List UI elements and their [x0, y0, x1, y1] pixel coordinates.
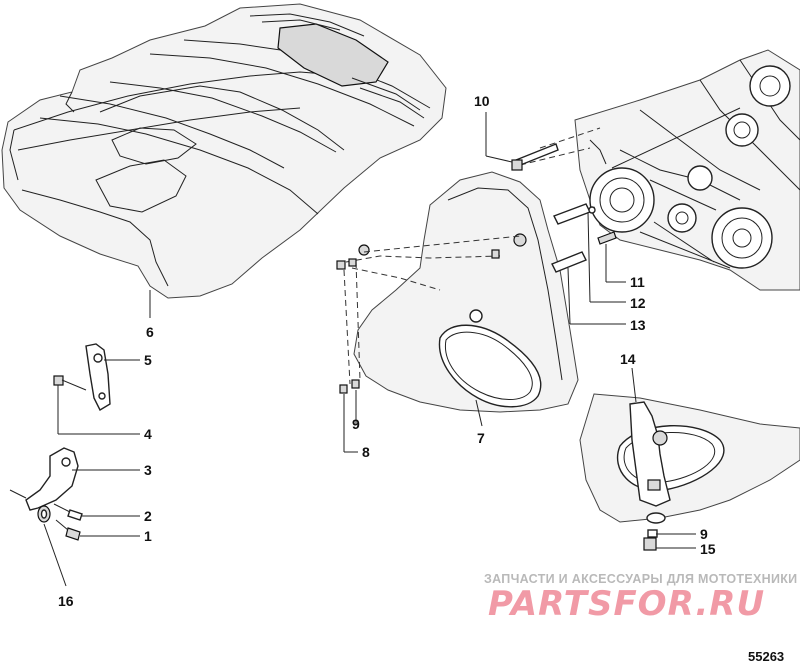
- bracket-3: [25, 447, 79, 511]
- stud-10: [511, 143, 559, 171]
- callout-11: 11: [630, 274, 645, 290]
- engine-pulleys: [574, 49, 800, 291]
- bolt-4: [53, 375, 87, 391]
- guard-fasteners: [336, 249, 500, 394]
- callout-14: 14: [620, 351, 636, 367]
- callout-6: 6: [146, 324, 154, 340]
- watermark-tagline: ЗАПЧАСТИ И АКСЕССУАРЫ ДЛЯ МОТОТЕХНИКИ: [484, 572, 797, 586]
- callout-1: 1: [144, 528, 152, 544]
- bracket-5: [85, 343, 111, 411]
- callout-8: 8: [362, 444, 370, 460]
- washer-16: [37, 505, 51, 523]
- callout-12: 12: [630, 295, 646, 311]
- lower-belt-guard: [579, 393, 800, 524]
- callout-9-right: 9: [700, 526, 708, 542]
- callout-13: 13: [630, 317, 646, 333]
- callout-4: 4: [144, 426, 152, 442]
- callout-10: 10: [474, 93, 490, 109]
- callout-15: 15: [700, 541, 716, 557]
- callout-16: 16: [58, 593, 74, 609]
- diagram-id: 55263: [748, 649, 784, 664]
- bolt-2: [53, 503, 83, 521]
- callout-9-left: 9: [352, 416, 360, 432]
- bolt-1: [55, 519, 81, 541]
- belt-guard: [353, 171, 579, 413]
- watermark-brand: PARTSFOR.RU: [488, 584, 765, 624]
- callout-7: 7: [477, 430, 485, 446]
- bolt-15: [643, 529, 658, 551]
- callout-2: 2: [144, 508, 152, 524]
- callout-3: 3: [144, 462, 152, 478]
- engine-cover: [1, 3, 447, 299]
- callout-5: 5: [144, 352, 152, 368]
- spacers: [551, 203, 617, 273]
